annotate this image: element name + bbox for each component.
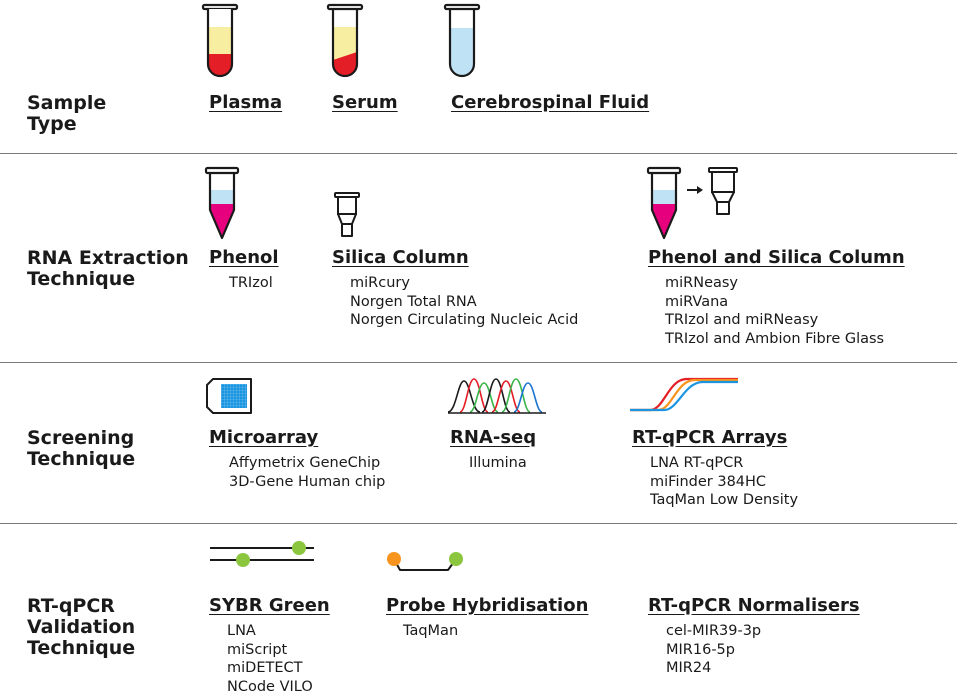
sybr-dye-icon [210, 541, 314, 567]
row-title-line: RNA Extraction [27, 247, 189, 269]
column-title-rt-qpcr-arrays: RT-qPCR Arrays [632, 427, 788, 448]
list-item: LNA RT-qPCR [650, 455, 744, 471]
item-list-probe-hybridisation: TaqMan [403, 622, 458, 641]
list-item: LNA [227, 623, 256, 639]
list-item: miRVana [665, 293, 729, 310]
column-title-microarray: Microarray [209, 427, 319, 448]
row-title-rna-extraction: RNA Extraction Technique [27, 248, 189, 290]
column-title-phenol-and-silica-column: Phenol and Silica Column [648, 247, 905, 268]
list-item: miScript [227, 641, 288, 658]
column-title-sybr-green: SYBR Green [209, 595, 330, 616]
row-title-screening: Screening Technique [27, 428, 135, 470]
list-item: TRIzol and Ambion Fibre Glass [665, 330, 885, 347]
list-item: TaqMan [403, 623, 459, 639]
row-title-line: RT-qPCR [27, 595, 115, 617]
list-item: Illumina [469, 455, 527, 471]
list-item: MIR16-5p [666, 641, 735, 658]
row-divider [0, 362, 957, 363]
list-item: 3D-Gene Human chip [229, 473, 386, 490]
plasma-tube-icon [201, 3, 239, 78]
phenol-tube-icon [204, 166, 240, 240]
row-title-line: Technique [27, 448, 136, 470]
column-title-phenol: Phenol [209, 247, 279, 268]
row-title-line: Validation [27, 616, 136, 638]
list-item: Norgen Total RNA [350, 293, 477, 310]
list-item: Norgen Circulating Nucleic Acid [350, 312, 579, 328]
sequencing-chromatogram-icon [447, 378, 546, 414]
row-title-line: Type [27, 113, 77, 135]
item-list-rt-qpcr-arrays: LNA RT-qPCR miFinder 384HC TaqMan Low De… [650, 454, 798, 510]
column-title-plasma: Plasma [209, 92, 283, 113]
list-item: Affymetrix GeneChip [229, 455, 381, 471]
row-title-sample-type: Sample Type [27, 93, 106, 135]
amplification-curve-icon [630, 377, 738, 412]
column-title-rna-seq: RNA-seq [450, 427, 537, 448]
list-item: TRIzol [229, 275, 273, 291]
column-title-cerebrospinal-fluid: Cerebrospinal Fluid [451, 92, 650, 113]
column-title-probe-hybridisation: Probe Hybridisation [386, 595, 589, 616]
item-list-rna-seq: Illumina [469, 454, 527, 473]
row-title-line: Technique [27, 637, 136, 659]
serum-tube-icon [326, 3, 364, 78]
list-item: MIR24 [666, 660, 712, 676]
list-item: TaqMan Low Density [650, 492, 799, 508]
row-divider [0, 523, 957, 524]
list-item: miRcury [350, 275, 410, 291]
item-list-rt-qpcr-normalisers: cel-MIR39-3p MIR16-5p MIR24 [666, 622, 761, 678]
item-list-phenol-and-silica-column: miRNeasy miRVana TRIzol and miRNeasy TRI… [665, 274, 884, 348]
row-title-rt-qpcr-validation: RT-qPCR Validation Technique [27, 596, 135, 659]
microarray-chip-icon [206, 378, 252, 414]
list-item: miRNeasy [665, 275, 739, 291]
row-title-line: Screening [27, 427, 135, 449]
row-title-line: Sample [27, 92, 107, 114]
list-item: miDETECT [227, 660, 303, 676]
column-title-rt-qpcr-normalisers: RT-qPCR Normalisers [648, 595, 860, 616]
list-item: miFinder 384HC [650, 473, 767, 490]
column-title-silica-column: Silica Column [332, 247, 469, 268]
csf-tube-icon [443, 3, 481, 78]
row-title-line: Technique [27, 268, 136, 290]
row-divider [0, 153, 957, 154]
silica-column-icon [334, 192, 360, 237]
item-list-microarray: Affymetrix GeneChip 3D-Gene Human chip [229, 454, 385, 491]
item-list-phenol: TRIzol [229, 274, 273, 293]
phenol-to-column-icon [646, 166, 738, 240]
list-item: TRIzol and miRNeasy [665, 312, 819, 328]
list-item: NCode VILO [227, 678, 313, 695]
column-title-serum: Serum [332, 92, 398, 113]
item-list-silica-column: miRcury Norgen Total RNA Norgen Circulat… [350, 274, 578, 330]
list-item: cel-MIR39-3p [666, 623, 762, 639]
probe-icon [387, 552, 463, 571]
item-list-sybr-green: LNA miScript miDETECT NCode VILO [227, 622, 313, 696]
